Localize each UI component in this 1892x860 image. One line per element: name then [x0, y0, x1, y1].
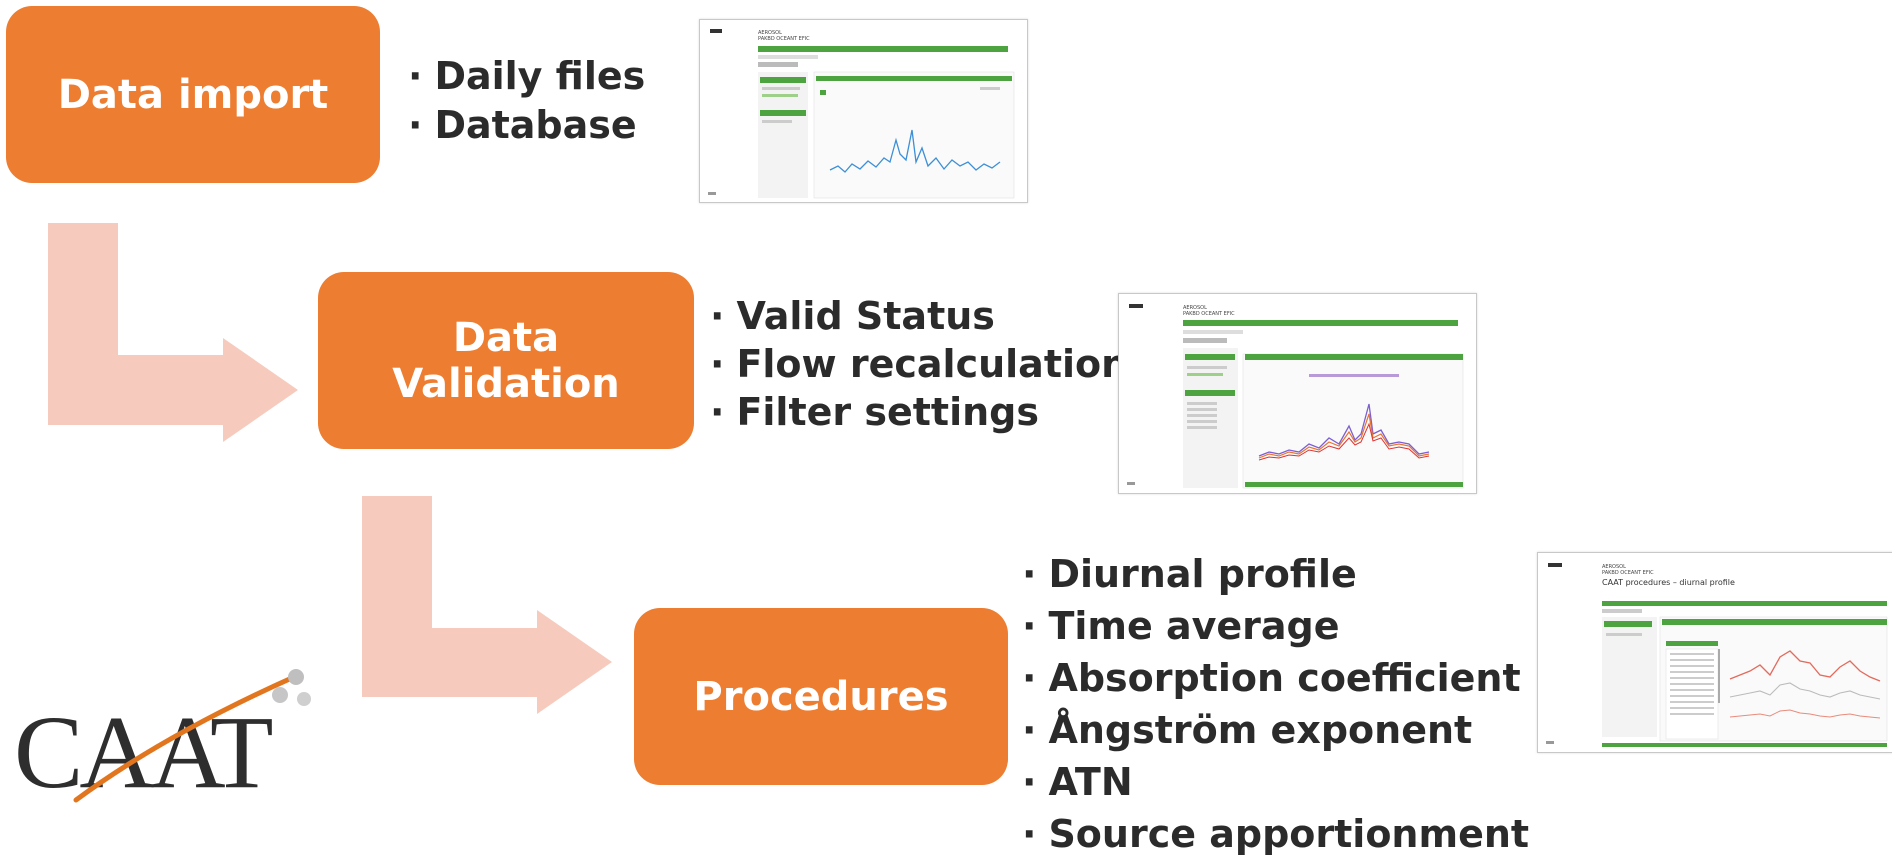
list-item: ATN — [1022, 756, 1529, 808]
list-item: Database — [408, 101, 645, 150]
step-title: Data import — [57, 71, 329, 118]
screenshot-header: AEROSOL — [1183, 305, 1207, 311]
step-box-procedures: Procedures — [634, 608, 1008, 785]
bullet-list-data-validation: Valid Status Flow recalculation Filter s… — [710, 292, 1128, 436]
app-screenshot-procedures: AEROSOL PAKBD OCEANT EFIC CAAT procedure… — [1537, 552, 1892, 753]
screenshot-graphic: AEROSOL PAKBD OCEANT EFIC CAAT procedure… — [1546, 563, 1888, 747]
screenshot-graphic: AEROSOL PAKBD OCEANT EFIC — [708, 29, 1015, 199]
list-item: Flow recalculation — [710, 340, 1128, 388]
step-title: Procedures — [693, 673, 949, 720]
svg-text:PAKBD OCEANT EFIC: PAKBD OCEANT EFIC — [1183, 311, 1235, 317]
svg-text:CAAT: CAAT — [14, 695, 272, 805]
list-item: Ångström exponent — [1022, 704, 1529, 756]
list-item: Source apportionment — [1022, 808, 1529, 860]
list-item: Daily files — [408, 52, 645, 101]
step-box-data-validation: Data Validation — [318, 272, 694, 449]
bullet-list-procedures: Diurnal profile Time average Absorption … — [1022, 548, 1529, 860]
step-title: Data Validation — [392, 314, 620, 407]
svg-text:PAKBD OCEANT EFIC: PAKBD OCEANT EFIC — [1602, 570, 1654, 576]
arrow-validation-to-procedures — [362, 496, 612, 714]
list-item: Filter settings — [710, 388, 1128, 436]
screenshot-graphic: AEROSOL PAKBD OCEANT EFIC — [1127, 304, 1464, 489]
arrow-import-to-validation — [48, 223, 298, 442]
svg-text:PAKBD OCEANT EFIC: PAKBD OCEANT EFIC — [758, 36, 810, 42]
list-item: Diurnal profile — [1022, 548, 1529, 600]
screenshot-header: AEROSOL — [1602, 564, 1626, 570]
caat-logo: CAAT — [14, 669, 311, 805]
list-item: Valid Status — [710, 292, 1128, 340]
screenshot-header: AEROSOL — [758, 30, 782, 36]
list-item: Time average — [1022, 600, 1529, 652]
app-screenshot-data-validation: AEROSOL PAKBD OCEANT EFIC — [1118, 293, 1477, 494]
app-screenshot-data-import: AEROSOL PAKBD OCEANT EFIC — [699, 19, 1028, 203]
step-box-data-import: Data import — [6, 6, 380, 183]
bullet-list-data-import: Daily files Database — [408, 52, 645, 150]
list-item: Absorption coefficient — [1022, 652, 1529, 704]
screenshot-subtitle: CAAT procedures – diurnal profile — [1602, 578, 1735, 587]
